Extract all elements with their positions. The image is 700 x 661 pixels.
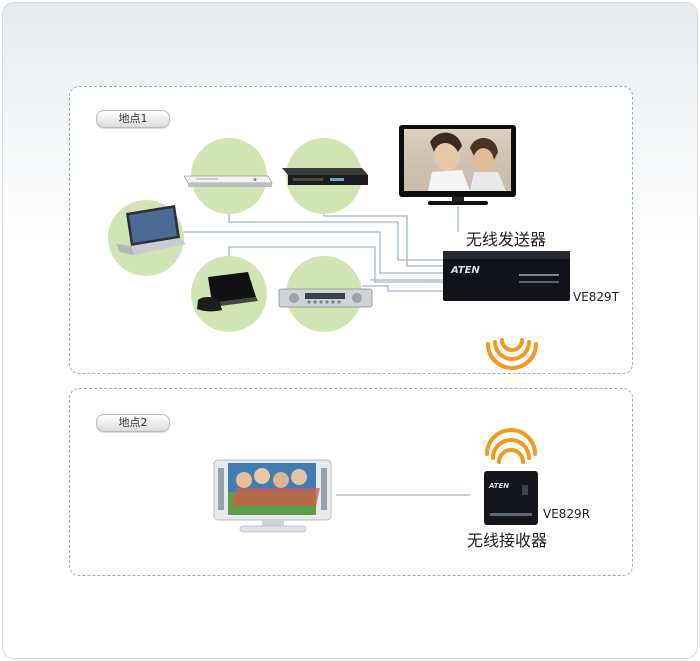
site1-label: 地点1 [96, 110, 170, 128]
game-console-icon [197, 272, 258, 312]
transmitter-label: 无线发送器 [466, 230, 547, 249]
wifi-signal-icon [486, 338, 538, 370]
transmitter-model: VE829T [573, 290, 620, 304]
laptop-icon [116, 205, 186, 255]
receiver-brand: ATEN [488, 482, 509, 490]
receiver-wifi-signal-icon [485, 428, 537, 464]
transmitter-device-icon [443, 251, 570, 301]
dvd-player-icon [183, 175, 273, 187]
lcd-tv-icon [399, 125, 516, 205]
connection-wires [184, 206, 470, 496]
site2-label: 地点2 [96, 414, 170, 432]
bottom-tv-icon [213, 459, 332, 533]
blu-ray-player-icon [282, 168, 368, 185]
av-receiver-icon [278, 288, 373, 308]
receiver-label: 无线接收器 [467, 531, 548, 550]
receiver-model: VE829R [543, 507, 591, 521]
transmitter-brand: ATEN [450, 265, 480, 276]
receiver-device-icon [484, 471, 538, 525]
